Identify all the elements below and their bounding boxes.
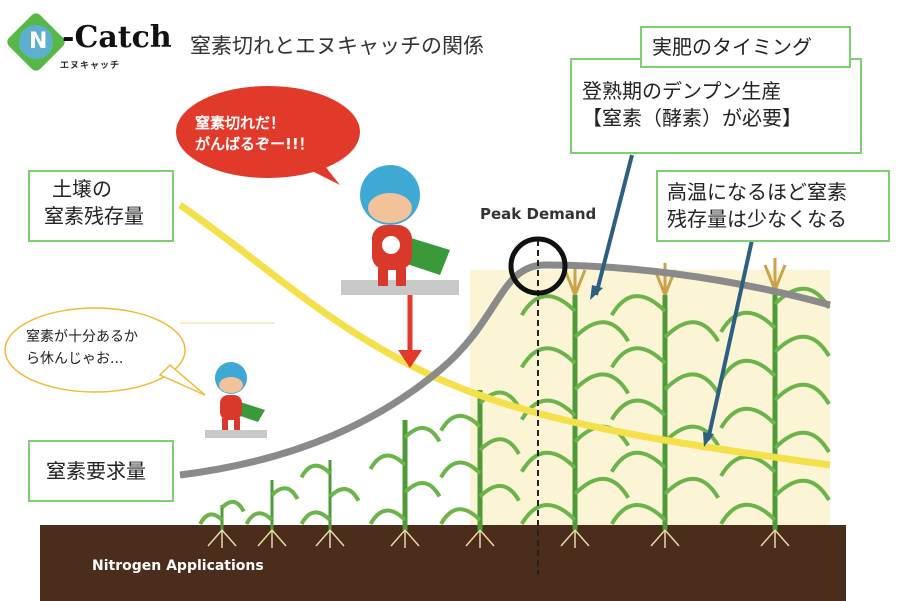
temperature-pointer-arrow xyxy=(706,239,754,441)
corn-plant xyxy=(299,460,361,548)
n-catch-hero-small xyxy=(215,362,265,430)
nitrogen-demand-label: 窒素要求量 xyxy=(28,440,174,502)
hero-platform xyxy=(341,280,459,295)
peak-demand-circle xyxy=(508,236,568,296)
high-temperature-callout: 高温になるほど窒素 残存量は少なくなる xyxy=(656,170,890,242)
bubble-tail xyxy=(158,363,206,396)
label-line: 土壌の xyxy=(52,177,112,201)
corn-plant xyxy=(244,480,300,548)
n-catch-hero-large xyxy=(360,165,450,286)
bubble-line: がんばるぞー!!！ xyxy=(195,135,314,153)
logo-letter: N xyxy=(29,29,48,54)
page-title: 窒素切れとエヌキャッチの関係 xyxy=(190,34,484,58)
soil-nitrogen-curve xyxy=(178,202,831,469)
label-text: 窒素要求量 xyxy=(46,459,146,483)
logo-name: -Catch xyxy=(62,20,172,55)
white-speech-bubble xyxy=(4,307,186,393)
callout-line: 高温になるほど窒素 xyxy=(667,180,847,204)
corn-plant xyxy=(368,420,442,548)
red-bubble-text: 窒素切れだ！ がんばるぞー!!！ xyxy=(195,113,314,155)
arrowhead-icon xyxy=(590,285,603,300)
grain-filling-zone xyxy=(470,270,830,530)
bubble-line: 窒素切れだ！ xyxy=(195,114,286,132)
red-speech-bubble xyxy=(176,86,360,178)
logo-subtitle: エヌキャッチ xyxy=(60,61,121,71)
bubble-line: ら休んじゃお... xyxy=(26,351,124,367)
arrowhead-icon xyxy=(703,432,714,447)
n-catch-logo xyxy=(7,13,65,71)
nitrogen-applications-label: Nitrogen Applications xyxy=(92,558,264,574)
callout-line: 残存量は少なくなる xyxy=(667,207,847,231)
bubble-tail xyxy=(300,160,340,185)
grain-filling-callout: 登熟期のデンプン生産 【窒素（酵素）が必要】 xyxy=(570,58,862,154)
nitrogen-demand-curve xyxy=(179,261,831,479)
soil-band xyxy=(40,525,846,601)
white-bubble-text: 窒素が十分あるか ら休んじゃお... xyxy=(26,326,138,370)
timing-title-box: 実肥のタイミング xyxy=(640,26,851,68)
callout-line: 【窒素（酵素）が必要】 xyxy=(582,106,802,130)
corn-plants xyxy=(198,258,831,548)
soil-nitrogen-label: 土壌の 窒素残存量 xyxy=(28,170,174,242)
corn-plant xyxy=(719,258,831,548)
label-line: 窒素残存量 xyxy=(44,204,144,228)
peak-demand-label: Peak Demand xyxy=(480,205,597,223)
small-hero-platform xyxy=(205,430,267,438)
callout-title: 実肥のタイミング xyxy=(652,35,812,59)
corn-plant xyxy=(198,499,246,548)
corn-plant xyxy=(610,263,720,548)
timing-pointer-arrow xyxy=(594,154,634,296)
callout-line: 登熟期のデンプン生産 xyxy=(582,79,782,103)
arrow-down-icon xyxy=(398,350,422,368)
bubble-line: 窒素が十分あるか xyxy=(26,329,138,345)
